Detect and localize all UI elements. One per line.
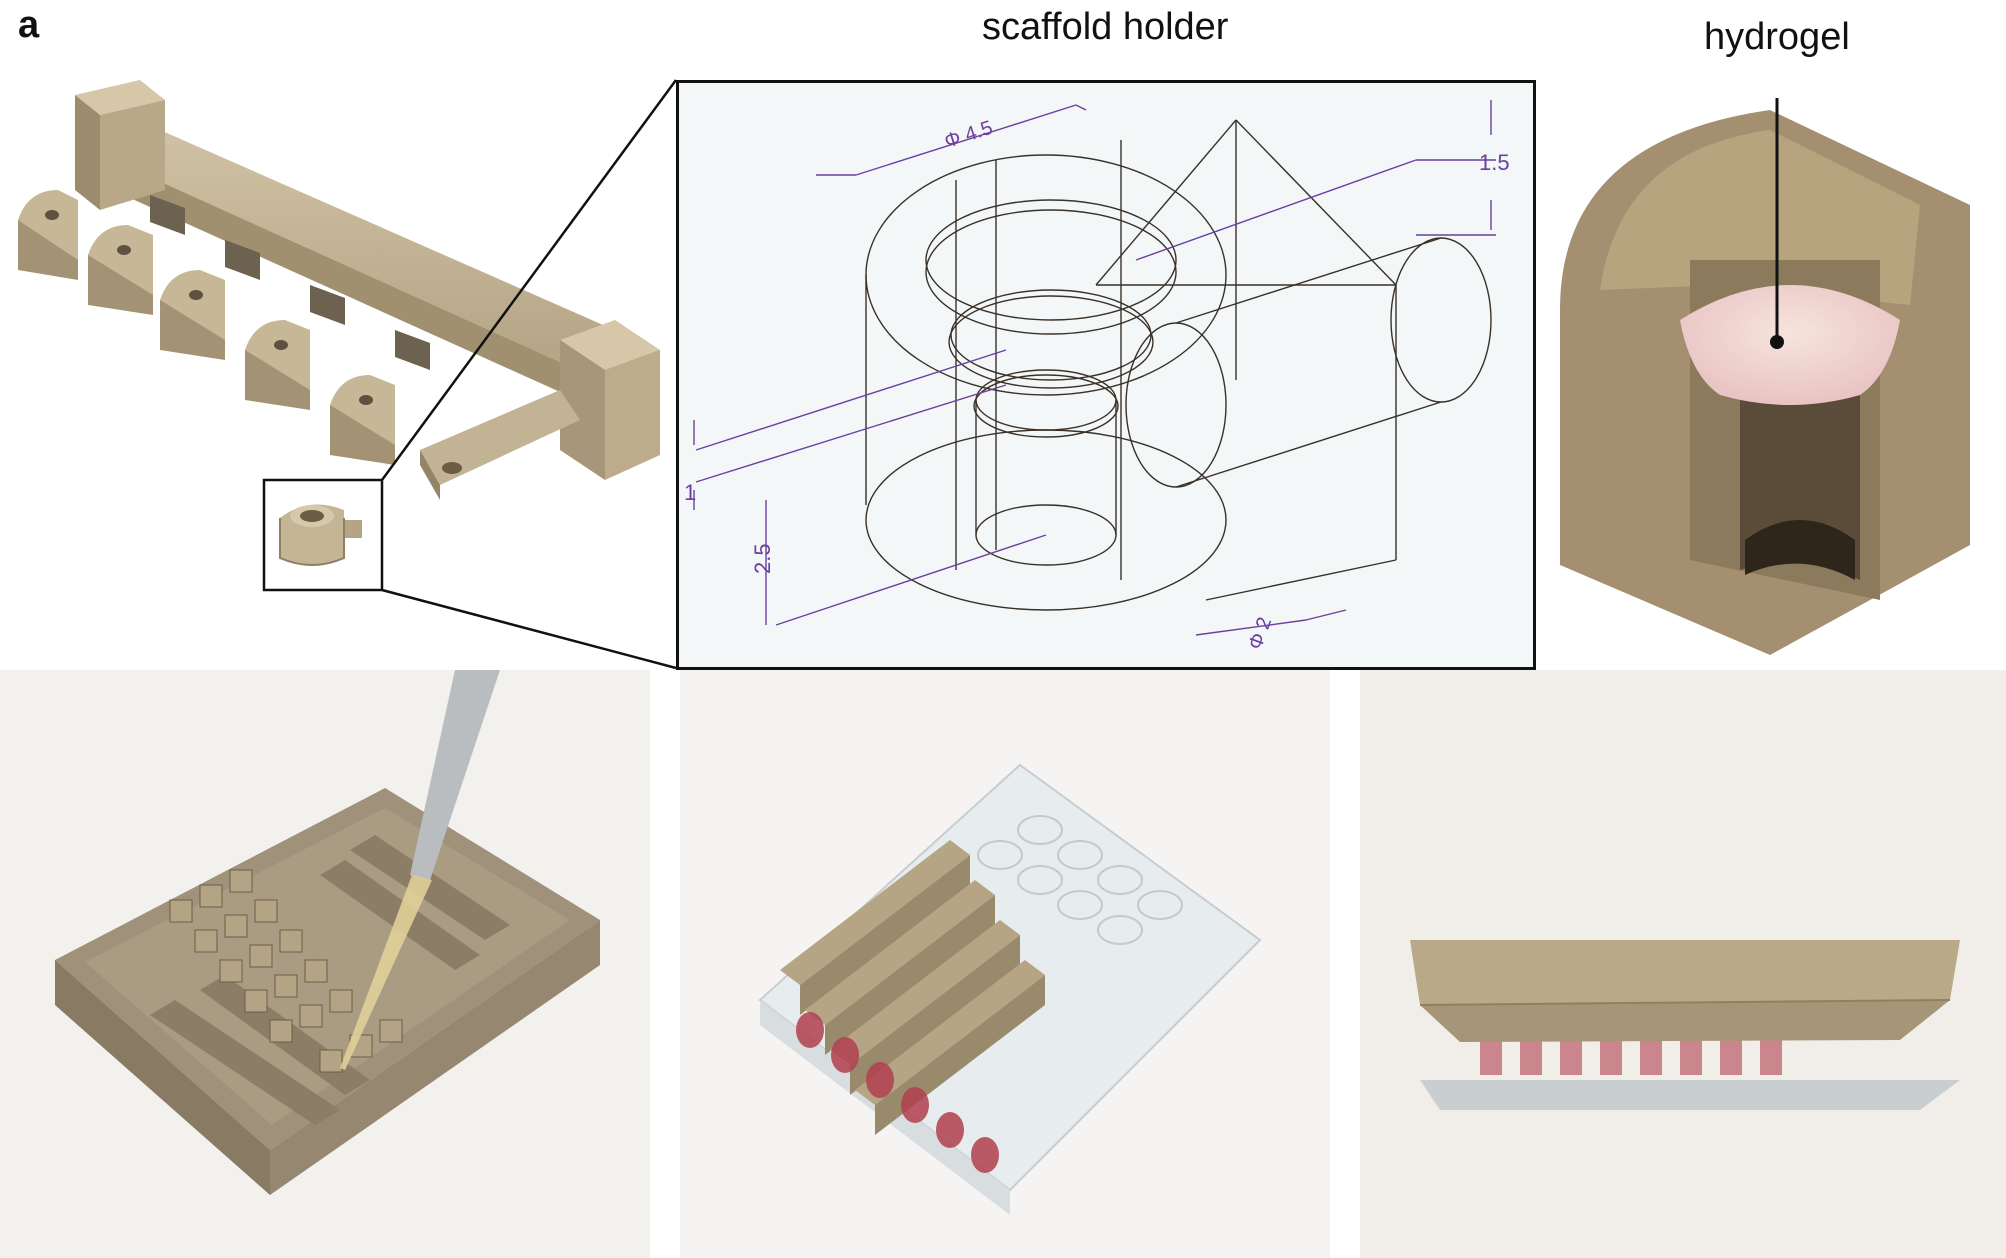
dim-2-5: 2.5 <box>750 543 775 574</box>
hydrogel-cutaway-render <box>1560 98 1970 655</box>
dim-top: 1.5 <box>1479 150 1510 175</box>
holder-unit <box>160 270 225 360</box>
panel-label-a: a <box>18 4 40 46</box>
holder-unit <box>245 320 310 410</box>
hydrogel-caption: hydrogel <box>1704 16 1850 58</box>
lid-on-plate-photo <box>1360 670 2006 1258</box>
well-plate-photo <box>680 670 1330 1258</box>
scaffold-holder-drawing: Φ 4.5 1.5 1 2.5 Φ 2 <box>676 80 1536 670</box>
holder-unit <box>330 375 395 465</box>
scaffold-holder-caption: scaffold holder <box>982 6 1229 48</box>
printed-rack-photo <box>18 80 660 500</box>
holder-unit <box>18 190 78 280</box>
single-holder-inset <box>262 478 384 592</box>
dim-1: 1 <box>684 480 696 505</box>
holder-unit <box>88 225 153 315</box>
tray-pipette-photo <box>0 670 650 1258</box>
